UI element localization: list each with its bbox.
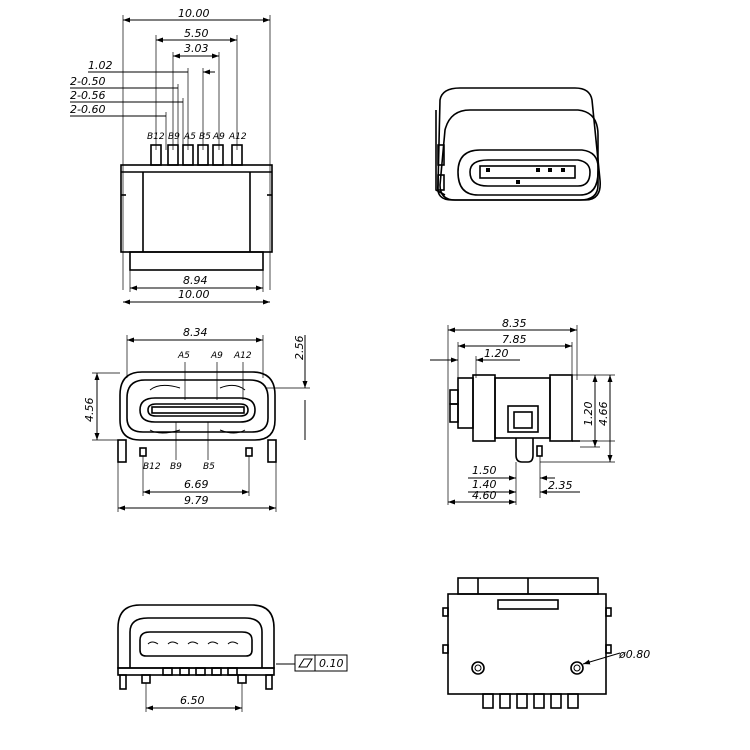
dim-bottom-hole: ø0.80 [618,648,650,661]
dim-top-overall-bottom: 10.00 [178,288,210,301]
dim-rear-flatness: 0.10 [319,657,344,670]
front-pin-b12: B12 [143,462,161,472]
dim-top-body-bottom: 8.94 [183,274,208,287]
pin-label-a12: A12 [228,132,247,142]
pin-label-a9: A9 [212,132,225,142]
dim-side-d2: 7.85 [502,333,527,346]
pin-label-b12: B12 [147,132,165,142]
dim-top-pitch-c: 2-0.56 [70,89,105,102]
pin-label-b9: B9 [168,132,180,142]
front-pin-b9: B9 [170,462,182,472]
front-pin-b5: B5 [203,462,215,472]
dim-side-b3: 4.60 [472,489,497,502]
pin-label-b5: B5 [199,132,211,142]
dim-front-lead-span: 6.69 [184,478,209,491]
dim-side-b1: 1.50 [472,464,497,477]
rear-view: 6.50 0.10 [117,604,348,712]
side-view: 8.35 7.85 1.20 1.20 4.66 1.50 1.4 [430,317,615,505]
dim-front-height-left: 4.56 [83,398,96,423]
bottom-view: ø0.80 [442,577,650,709]
dim-side-b2: 1.40 [472,478,497,491]
dim-side-v2: 4.66 [597,402,610,427]
dim-rear-width: 6.50 [180,694,205,707]
dim-front-height-right: 2.56 [293,336,306,361]
dim-top-span-inner: 3.03 [184,42,209,55]
dim-side-b4: 2.35 [548,479,573,492]
isometric-view [435,87,602,201]
pin-label-a5: A5 [183,132,196,142]
front-pin-a5: A5 [177,351,190,361]
top-view: 10.00 5.50 3.03 1.02 2-0.50 2-0.56 2-0.6… [70,7,273,305]
dim-side-d1: 8.35 [502,317,527,330]
front-pin-a12: A12 [233,351,252,361]
dim-top-pitch-d: 2-0.60 [70,103,105,116]
dim-top-pitch-a: 1.02 [88,59,113,72]
dim-front-width: 8.34 [183,326,208,339]
dim-side-v1: 1.20 [582,402,595,427]
dim-front-overall: 9.79 [184,494,209,507]
dim-top-span-outer: 5.50 [184,27,209,40]
dim-top-overall: 10.00 [178,7,210,20]
dim-top-pitch-b: 2-0.50 [70,75,105,88]
front-view: 8.34 A5 A9 A12 2.56 4.56 [83,326,310,512]
front-pin-a9: A9 [210,351,223,361]
flatness-symbol-icon [298,658,313,668]
dim-side-d3: 1.20 [484,347,509,360]
